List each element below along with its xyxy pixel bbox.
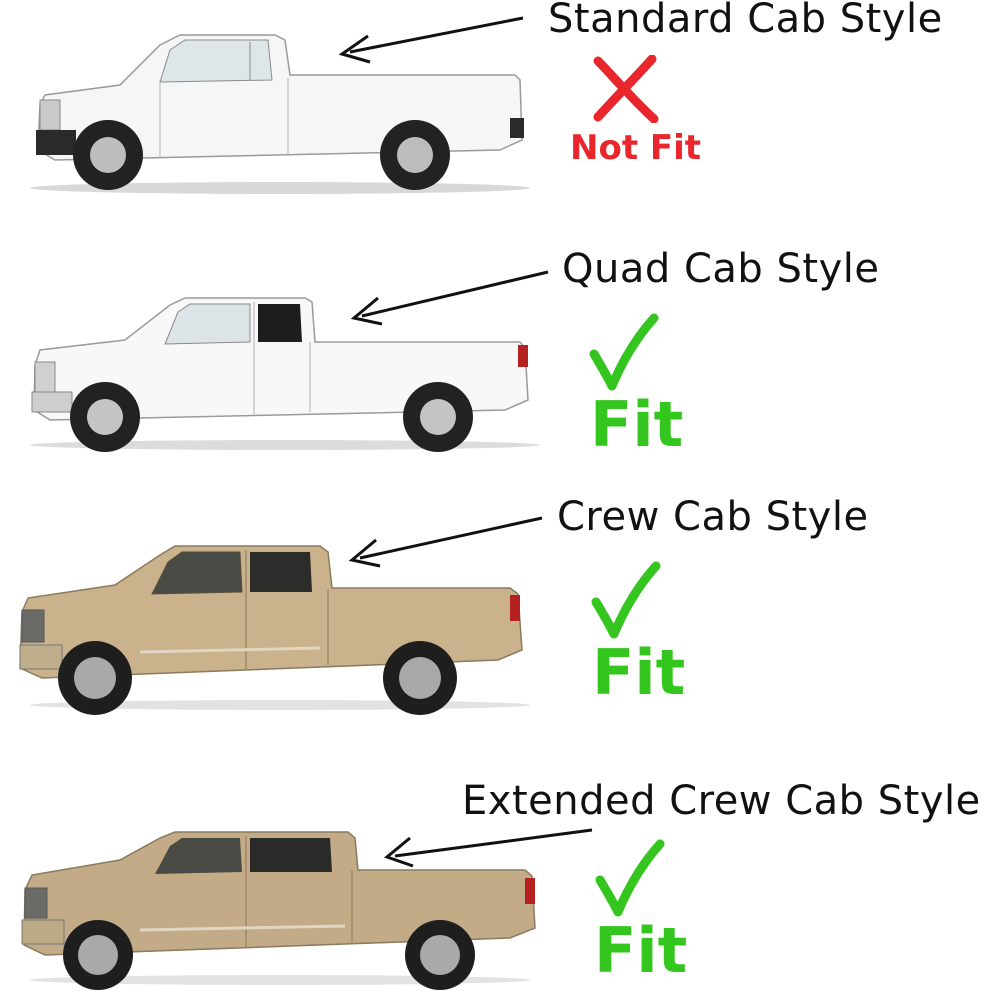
fit-status-label: Fit — [592, 636, 686, 709]
cab-style-label: Standard Cab Style — [548, 0, 943, 42]
row-standard-cab: Standard Cab Style Not Fit — [0, 0, 1000, 250]
fit-status-label: Fit — [594, 914, 688, 987]
extended-crew-cab-truck-image — [21, 831, 536, 990]
fit-status-label: Not Fit — [570, 128, 702, 168]
row-quad-cab: Quad Cab Style Fit — [0, 246, 1000, 500]
check-mark-icon — [591, 561, 661, 639]
cab-style-label: Quad Cab Style — [562, 246, 880, 292]
fit-status-label: Fit — [590, 388, 684, 461]
standard-cab-truck-image — [30, 34, 530, 194]
x-mark-icon — [593, 55, 659, 123]
cab-style-label: Crew Cab Style — [557, 494, 869, 540]
quad-cab-truck-image — [30, 297, 540, 452]
cab-style-label: Extended Crew Cab Style — [462, 778, 981, 824]
check-mark-icon — [589, 313, 659, 391]
crew-cab-truck-image — [19, 545, 530, 715]
row-crew-cab: Crew Cab Style Fit — [0, 494, 1000, 750]
row-extended-crew-cab: Extended Crew Cab Style Fit — [0, 750, 1000, 1000]
check-mark-icon — [595, 839, 665, 917]
